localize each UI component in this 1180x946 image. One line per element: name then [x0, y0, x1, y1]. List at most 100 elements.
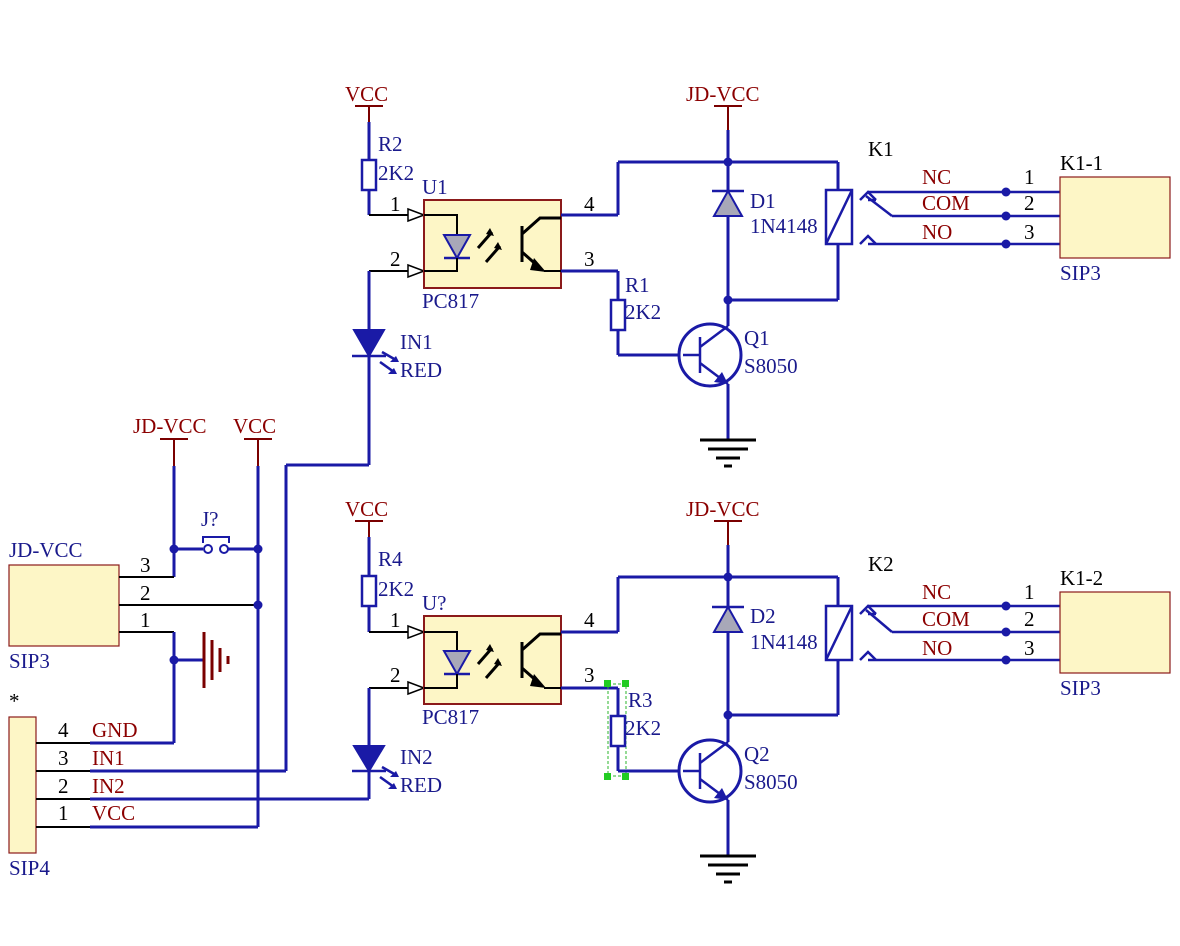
- k2-no: NO: [922, 636, 952, 660]
- diode-d2: D2 1N4148: [712, 604, 818, 654]
- k1-2-pin-1: 1: [1024, 580, 1035, 604]
- jd-vcc-power-port-1: JD-VCC: [686, 82, 760, 130]
- resistor-r2: R2 2K2: [360, 132, 414, 192]
- transistor-q1: Q1 S8050: [677, 322, 798, 388]
- vcc-power-port-2: VCC: [345, 497, 388, 537]
- jd-vcc-label: JD-VCC: [133, 414, 207, 438]
- r3-value: 2K2: [625, 716, 661, 740]
- jumper-ref: J?: [201, 507, 219, 531]
- channel-2: VCC R4 2K2 U? PC817 1 2 3 4: [345, 497, 1171, 884]
- r2-value: 2K2: [378, 161, 414, 185]
- sip4-pin-3: 3: [58, 746, 69, 770]
- q2-value: S8050: [744, 770, 798, 794]
- u1-pin-1: 1: [390, 192, 401, 216]
- u1-ref: U1: [422, 175, 448, 199]
- u2-pin-4: 4: [584, 608, 595, 632]
- connector-k1-1: K1-1 SIP3 1 2 3: [1024, 151, 1171, 285]
- k1-2-type: SIP3: [1060, 676, 1101, 700]
- vcc-power-port-3: VCC: [233, 414, 276, 466]
- r1-value: 2K2: [625, 300, 661, 324]
- jd-conn-pin-1: 1: [140, 608, 151, 632]
- in2-value: RED: [400, 773, 442, 797]
- input-section: JD-VCC VCC J? JD-VCC SIP3 3 2 1: [8, 414, 369, 880]
- channel-1: VCC R2 2K2 U1 PC817 1 2 3 4: [284, 82, 1171, 771]
- k2-nc: NC: [922, 580, 951, 604]
- jd-vcc-power-port-2: JD-VCC: [686, 497, 760, 545]
- jd-vcc-label: JD-VCC: [686, 497, 760, 521]
- resistor-r4: R4 2K2: [360, 547, 414, 608]
- q1-ref: Q1: [744, 326, 770, 350]
- k1-2-ref: K1-2: [1060, 566, 1103, 590]
- connector-sip4: * SIP4 4 3 2 1 GND IN1 IN2 VCC: [8, 689, 138, 880]
- optocoupler-u2: U? PC817 1 2 3 4: [390, 591, 595, 729]
- u2-pin-3: 3: [584, 663, 595, 687]
- jd-conn-type: SIP3: [9, 649, 50, 673]
- k1-com: COM: [922, 191, 970, 215]
- k1-1-type: SIP3: [1060, 261, 1101, 285]
- net-gnd: GND: [92, 718, 138, 742]
- u1-pin-2: 2: [390, 247, 401, 271]
- optocoupler-u1: U1 PC817 1 2 3 4: [390, 175, 595, 313]
- ground-symbol-q2: [700, 854, 756, 884]
- k1-ref: K1: [868, 137, 894, 161]
- k1-1-pin-2: 2: [1024, 191, 1035, 215]
- jumper: J?: [169, 507, 263, 554]
- d2-ref: D2: [750, 604, 776, 628]
- u1-pin-3: 3: [584, 247, 595, 271]
- ground-symbol-q1: [700, 438, 756, 468]
- transistor-q2: Q2 S8050: [677, 738, 798, 804]
- u2-ref: U?: [422, 591, 447, 615]
- ground-symbol-input: [169, 632, 230, 688]
- resistor-r3: R3 2K2: [604, 680, 661, 780]
- connector-jd-vcc: JD-VCC SIP3 3 2 1: [8, 538, 151, 673]
- relay-k2: K2 NC COM NO: [824, 552, 1060, 715]
- d1-ref: D1: [750, 189, 776, 213]
- k1-nc: NC: [922, 165, 951, 189]
- sip4-ref: *: [9, 689, 20, 713]
- led-in2: IN2 RED: [352, 745, 442, 797]
- r1-ref: R1: [625, 273, 650, 297]
- jd-conn-pin-2: 2: [140, 581, 151, 605]
- led-in1: IN1 RED: [352, 329, 442, 382]
- in2-ref: IN2: [400, 745, 433, 769]
- k1-2-pin-3: 3: [1024, 636, 1035, 660]
- r3-ref: R3: [628, 688, 653, 712]
- resistor-r1: R1 2K2: [609, 273, 661, 332]
- diode-d1: D1 1N4148: [712, 188, 818, 238]
- net-vcc: VCC: [92, 801, 135, 825]
- u1-pin-4: 4: [584, 192, 595, 216]
- vcc-label: VCC: [233, 414, 276, 438]
- r4-ref: R4: [378, 547, 403, 571]
- jd-vcc-power-port-3: JD-VCC: [133, 414, 207, 466]
- jd-conn-pin-3: 3: [140, 553, 151, 577]
- vcc-label: VCC: [345, 497, 388, 521]
- k1-1-pin-3: 3: [1024, 220, 1035, 244]
- k1-1-pin-1: 1: [1024, 165, 1035, 189]
- net-in1: IN1: [92, 746, 125, 770]
- q2-ref: Q2: [744, 742, 770, 766]
- jd-conn-ref: JD-VCC: [9, 538, 83, 562]
- d1-value: 1N4148: [750, 214, 818, 238]
- in1-ref: IN1: [400, 330, 433, 354]
- sip4-pin-2: 2: [58, 774, 69, 798]
- u2-part: PC817: [422, 705, 479, 729]
- sip4-pin-1: 1: [58, 801, 69, 825]
- jd-vcc-label: JD-VCC: [686, 82, 760, 106]
- vcc-label: VCC: [345, 82, 388, 106]
- u1-part: PC817: [422, 289, 479, 313]
- vcc-power-port-1: VCC: [345, 82, 388, 122]
- in1-value: RED: [400, 358, 442, 382]
- net-in2: IN2: [92, 774, 125, 798]
- k1-1-ref: K1-1: [1060, 151, 1103, 175]
- u2-pin-2: 2: [390, 663, 401, 687]
- q1-value: S8050: [744, 354, 798, 378]
- sip4-pin-4: 4: [58, 718, 69, 742]
- sip4-type: SIP4: [9, 856, 50, 880]
- k2-ref: K2: [868, 552, 894, 576]
- r2-ref: R2: [378, 132, 403, 156]
- u2-pin-1: 1: [390, 608, 401, 632]
- connector-k1-2: K1-2 SIP3 1 2 3: [1024, 566, 1171, 700]
- relay-k1: K1 NC COM NO: [824, 137, 1060, 300]
- k2-com: COM: [922, 607, 970, 631]
